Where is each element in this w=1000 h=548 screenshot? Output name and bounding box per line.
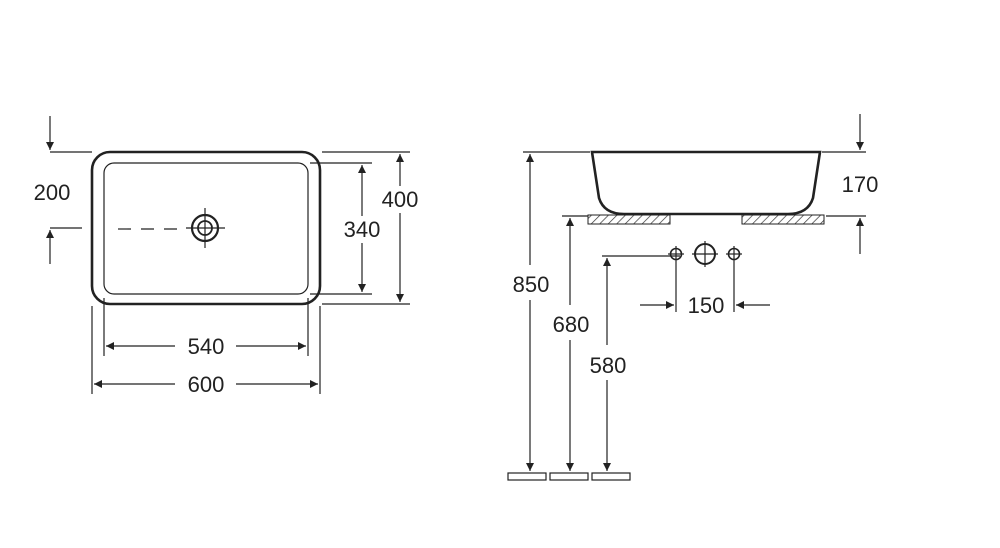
countertop-left bbox=[587, 214, 671, 225]
dimension-580: 580 bbox=[587, 255, 680, 471]
dimension-170: 170 bbox=[822, 114, 881, 254]
label-knockout bbox=[379, 186, 421, 213]
floor-block-2 bbox=[549, 472, 589, 481]
dim-label-540: 540 bbox=[188, 334, 225, 359]
floor-block-3 bbox=[591, 472, 631, 481]
dim-label-170: 170 bbox=[842, 172, 879, 197]
label-knockout bbox=[341, 216, 383, 243]
basin-inner-outline bbox=[103, 162, 309, 295]
side-view: 850 680 580 bbox=[507, 114, 881, 481]
dimension-540: 540 bbox=[103, 298, 309, 360]
dimension-850: 850 bbox=[510, 151, 590, 471]
dim-label-340: 340 bbox=[344, 217, 381, 242]
dim-label-600: 600 bbox=[188, 372, 225, 397]
label-knockout bbox=[587, 352, 629, 379]
label-knockout bbox=[185, 371, 227, 398]
label-knockout bbox=[185, 333, 227, 360]
basin-outer-outline bbox=[90, 150, 322, 306]
label-knockout bbox=[550, 311, 592, 338]
dimension-150: 150 bbox=[640, 262, 770, 319]
floor-block-1 bbox=[507, 472, 547, 481]
tap-right-icon bbox=[726, 246, 742, 262]
dim-label-150: 150 bbox=[688, 293, 725, 318]
label-knockout bbox=[31, 179, 73, 206]
countertop-right bbox=[741, 214, 825, 225]
dim-label-200: 200 bbox=[34, 180, 71, 205]
label-knockout bbox=[839, 171, 881, 198]
label-knockout bbox=[510, 271, 552, 298]
dim-label-850: 850 bbox=[513, 272, 550, 297]
drain-icon bbox=[186, 208, 225, 248]
dim-label-400: 400 bbox=[382, 187, 419, 212]
dimension-200: 200 bbox=[31, 116, 92, 264]
dim-label-580: 580 bbox=[590, 353, 627, 378]
dimension-600: 600 bbox=[91, 306, 321, 398]
plan-view: 200 340 400 540 bbox=[31, 116, 421, 398]
dimension-340: 340 bbox=[310, 162, 383, 295]
waste-pipe-icon bbox=[692, 241, 718, 267]
basin-side-outline bbox=[590, 150, 822, 216]
label-knockout bbox=[685, 292, 727, 319]
dimension-680: 680 bbox=[550, 215, 592, 471]
dim-label-680: 680 bbox=[553, 312, 590, 337]
dimension-400: 400 bbox=[322, 151, 421, 305]
tap-left-icon bbox=[668, 246, 684, 262]
